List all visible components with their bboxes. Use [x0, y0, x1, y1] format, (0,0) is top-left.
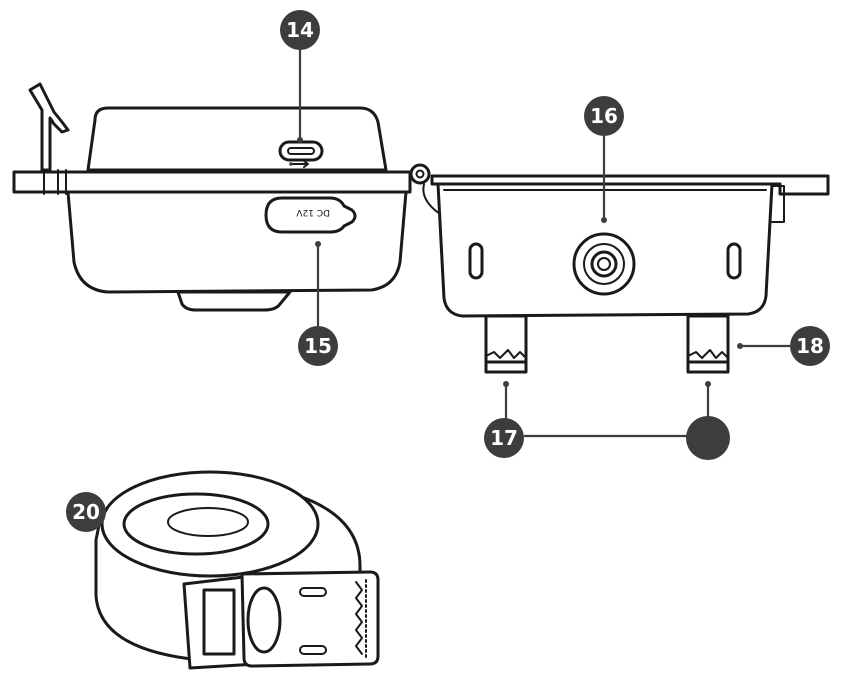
mounting-strap — [94, 470, 380, 670]
callout-badge-14: 14 — [280, 10, 320, 50]
lock-hole — [484, 314, 730, 374]
callout-badge-15: 15 — [298, 326, 338, 366]
callout-badge-blank — [686, 416, 730, 460]
callout-label-16: 16 — [590, 104, 618, 128]
callout-label-15: 15 — [304, 334, 332, 358]
camera-body-right — [422, 174, 830, 374]
dc-jack-label: DC 12V — [295, 207, 330, 217]
camera-body-left: DC 12V — [12, 82, 431, 312]
callout-label-17: 17 — [490, 426, 518, 450]
callout-label-20: 20 — [72, 500, 100, 524]
tripod-socket — [572, 232, 636, 296]
callout-badge-16: 16 — [584, 96, 624, 136]
callout-label-18: 18 — [796, 334, 824, 358]
callout-label-14: 14 — [286, 18, 314, 42]
callout-badge-18: 18 — [790, 326, 830, 366]
callout-badge-20: 20 — [66, 492, 106, 532]
dc-power-jack: DC 12V — [264, 196, 357, 234]
callout-leaders — [297, 48, 790, 438]
callout-badge-17: 17 — [484, 418, 524, 458]
